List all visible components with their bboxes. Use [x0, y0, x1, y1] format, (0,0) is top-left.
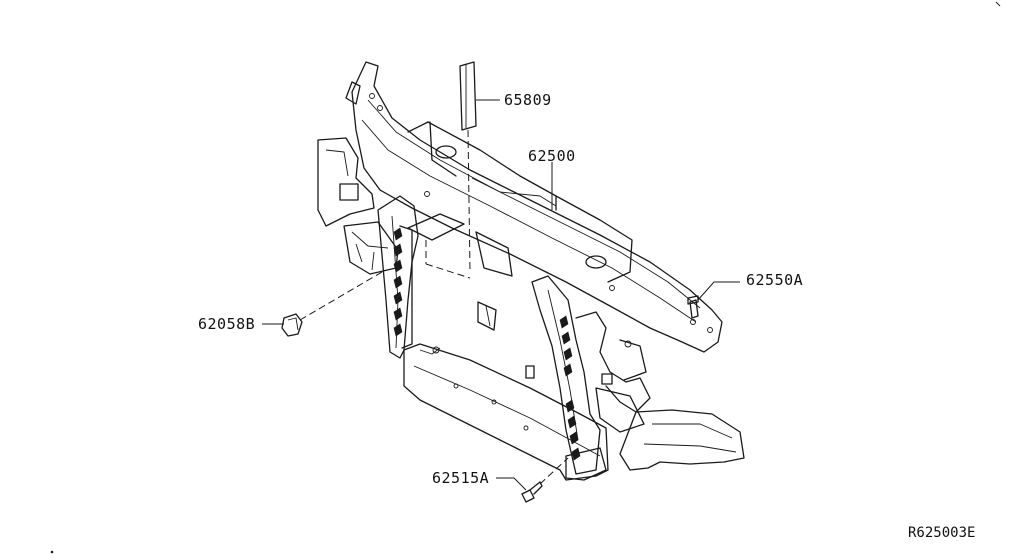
- part-label-62500: 62500: [528, 147, 576, 165]
- seal-part-drawing: [459, 61, 477, 131]
- part-label-62058B: 62058B: [198, 315, 255, 333]
- corner-mark: [995, 1, 1001, 7]
- clip-part-drawing: [281, 313, 303, 337]
- seal-guide-line-h: [425, 263, 471, 279]
- seal-guide-line: [467, 129, 471, 273]
- bolt-bottom-guide-line: [539, 457, 569, 485]
- part-label-65809: 65809: [504, 91, 552, 109]
- corner-dot: [50, 550, 54, 554]
- left-hatch: [393, 227, 403, 337]
- diagram-code: R625003E: [908, 525, 975, 541]
- right-hatch: [559, 315, 581, 461]
- leader-62550A: [697, 281, 740, 301]
- leader-62515A: [496, 477, 527, 491]
- part-label-62515A: 62515A: [432, 469, 489, 487]
- clip-guide-line: [299, 271, 383, 321]
- bolt-right-drawing: [687, 295, 699, 319]
- part-label-62550A: 62550A: [746, 271, 803, 289]
- bolt-bottom-drawing: [521, 481, 543, 503]
- radiator-core-support-drawing: [317, 61, 745, 481]
